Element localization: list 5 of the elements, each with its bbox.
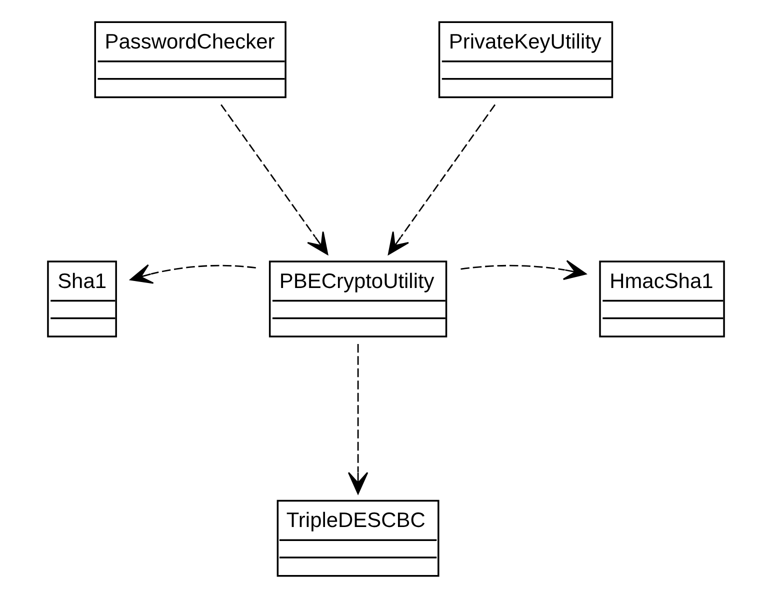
arrow [387, 104, 496, 255]
arrow [129, 264, 256, 284]
arrow [460, 260, 586, 280]
arrow [220, 104, 328, 255]
arrow [347, 344, 368, 494]
